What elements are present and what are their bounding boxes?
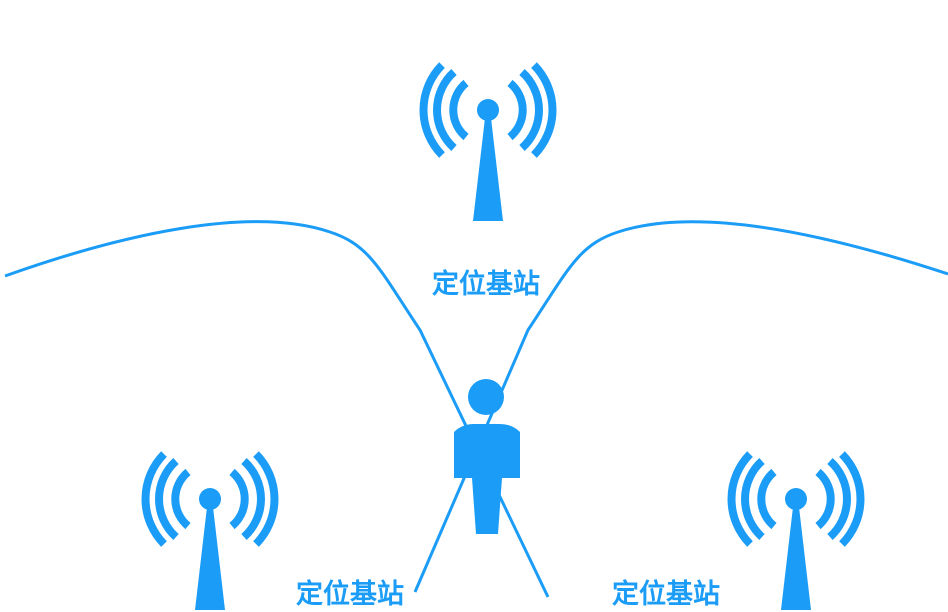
bottom-right-station-label: 定位基站	[612, 579, 720, 610]
signal-tower-icon-bottom-right	[732, 454, 861, 610]
person-icon	[454, 379, 520, 534]
bottom-left-station-label: 定位基站	[296, 579, 404, 610]
signal-curve-right	[413, 220, 948, 593]
signal-tower-icon-bottom-left	[146, 454, 275, 610]
signal-tower-icon-top	[424, 65, 553, 221]
top-station-label: 定位基站	[432, 269, 540, 300]
signal-curve-left	[4, 220, 550, 598]
